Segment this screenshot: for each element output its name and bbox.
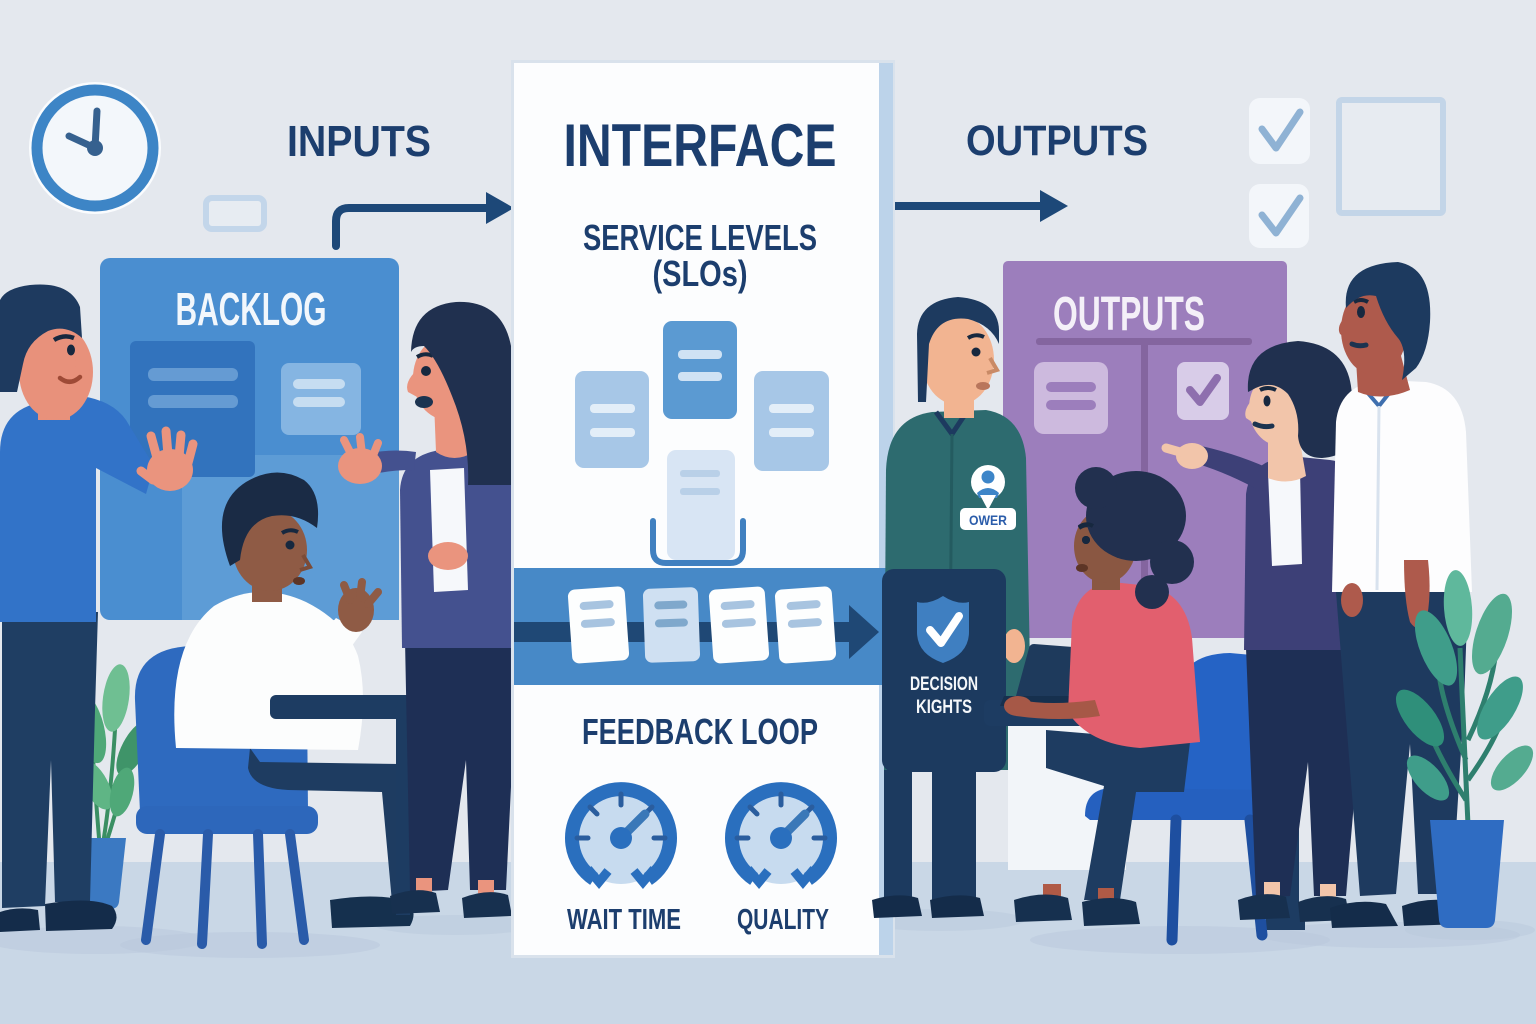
svg-text:FEEDBACK LOOP: FEEDBACK LOOP [582,711,818,752]
svg-text:BACKLOG: BACKLOG [176,283,327,335]
svg-text:DECISION: DECISION [910,674,978,695]
svg-text:WAIT TIME: WAIT TIME [567,904,681,936]
svg-text:INPUTS: INPUTS [287,117,431,166]
svg-text:KIGHTS: KIGHTS [916,697,972,718]
svg-text:OUTPUTS: OUTPUTS [966,117,1148,165]
svg-text:SERVICE LEVELS: SERVICE LEVELS [583,217,817,258]
svg-text:QUALITY: QUALITY [737,904,829,936]
svg-text:(SLOs): (SLOs) [653,253,748,294]
svg-text:OWER: OWER [969,512,1007,528]
svg-text:INTERFACE: INTERFACE [564,112,837,179]
svg-text:OUTPUTS: OUTPUTS [1053,288,1205,341]
